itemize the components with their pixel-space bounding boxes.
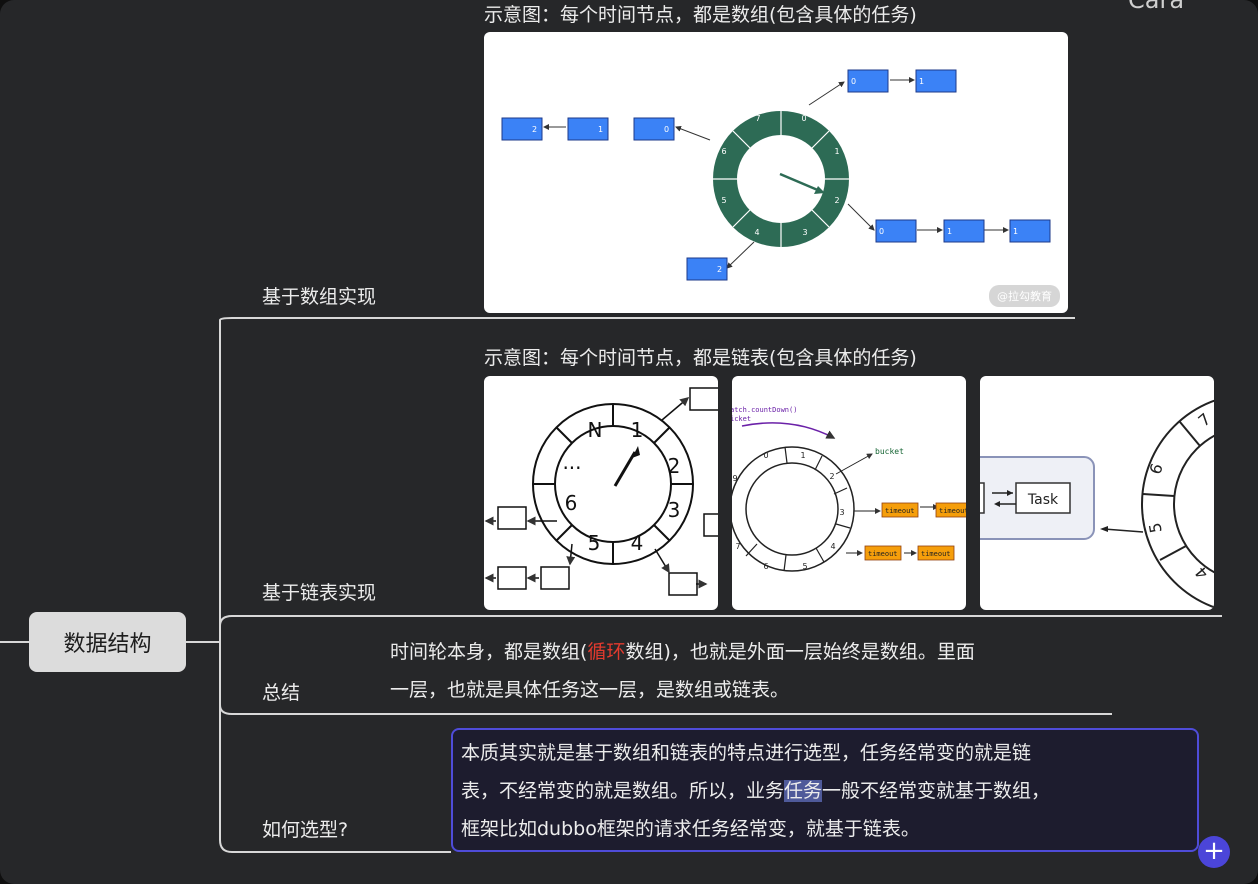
slot-1: 1 <box>834 147 839 156</box>
slot-N: N <box>588 418 603 442</box>
root-left-line <box>0 641 29 643</box>
selection-text[interactable]: 本质其实就是基于数组和链表的特点进行选型，任务经常变的就是链 表，不经常变的就是… <box>461 734 1191 848</box>
node-bottom-0: 2 <box>717 265 722 274</box>
summary-line-1-pre: 时间轮本身，都是数组( <box>390 641 588 663</box>
branch4-label[interactable]: 如何选型? <box>262 819 349 841</box>
choose-line-2: 表，不经常变的就是数组。所以，业务任务一般不经常变就基于数组， <box>461 772 1191 810</box>
node-right-0: 0 <box>879 227 884 236</box>
node-left-0: 0 <box>664 125 669 134</box>
bucket-label: bucket <box>875 447 904 456</box>
slot2-9: 9 <box>732 474 737 483</box>
choose-line-3: 框架比如dubbo框架的请求任务经常变，就基于链表。 <box>461 818 920 840</box>
linkedlist-wheel-diagram-2: atch.countDown() icket 0 1 2 3 4 5 6 7 9 <box>732 406 966 572</box>
slot-6: 6 <box>721 147 726 156</box>
slot2-1: 1 <box>800 451 805 460</box>
task-label: Task <box>1027 492 1059 508</box>
slot2-2: 2 <box>829 472 834 481</box>
add-node-button[interactable]: + <box>1198 836 1230 868</box>
branch4-underline <box>250 851 451 853</box>
array-timewheel-diagram: 0 1 2 3 4 5 6 7 <box>501 69 1051 281</box>
slot2-4: 4 <box>830 542 835 551</box>
summary-highlight-red: 循环 <box>587 641 626 663</box>
branch3-underline <box>250 713 1112 715</box>
choose-line-1: 本质其实就是基于数组和链表的特点进行选型，任务经常变的就是链 <box>461 742 1032 764</box>
node-right-1: 1 <box>947 227 952 236</box>
branch2-caption[interactable]: 示意图：每个时间节点，都是链表(包含具体的任务) <box>484 347 917 369</box>
slot-2: 2 <box>668 454 681 478</box>
slot-2: 2 <box>834 196 839 205</box>
array-timewheel-image[interactable]: 0 1 2 3 4 5 6 7 <box>484 32 1068 313</box>
slot-5: 5 <box>588 531 601 555</box>
slot-3: 3 <box>802 228 807 237</box>
slot3-7: 7 <box>1195 409 1214 430</box>
node-left-1: 1 <box>598 125 603 134</box>
slot-ellipsis: ... <box>562 450 581 474</box>
clock-hand <box>779 172 821 193</box>
top-right-label: Cara <box>1128 0 1185 14</box>
slot2-6: 6 <box>763 562 768 571</box>
linkedlist-wheel-diagram-1: N 1 2 3 4 5 6 ... <box>484 387 718 596</box>
root-node[interactable]: 数据结构 <box>29 612 186 672</box>
node-top-1: 1 <box>919 77 924 86</box>
slot3-5: 5 <box>1145 521 1165 534</box>
linkedlist-wheel-image-1[interactable]: N 1 2 3 4 5 6 ... <box>484 376 718 610</box>
timeout-3: timeout <box>868 550 898 558</box>
branch-connector <box>219 317 250 853</box>
timeout-1: timeout <box>885 507 915 515</box>
slot-1: 1 <box>631 418 644 442</box>
slot-5: 5 <box>721 196 726 205</box>
summary-line-2: 一层，也就是具体任务这一层，是数组或链表。 <box>390 679 790 701</box>
slot-4: 4 <box>754 228 759 237</box>
choose-line-2-pre: 表，不经常变的就是数组。所以，业务 <box>461 780 785 802</box>
text-cursor-highlight[interactable]: 任务 <box>784 780 823 802</box>
node-left-2: 2 <box>532 125 537 134</box>
choose-line-2-post: 一般不经常变就基于数组， <box>822 780 1051 802</box>
timeout-4: timeout <box>921 550 951 558</box>
slot2-3: 3 <box>839 508 844 517</box>
slot-6: 6 <box>565 491 578 515</box>
summary-line-1-post: 数组)，也就是外面一层始终是数组。里面 <box>625 641 975 663</box>
root-right-line <box>186 641 220 643</box>
branch1-label[interactable]: 基于数组实现 <box>262 286 377 308</box>
slot2-0: 0 <box>763 451 768 460</box>
slot-3: 3 <box>668 498 681 522</box>
linkedlist-wheel-image-2[interactable]: atch.countDown() icket 0 1 2 3 4 5 6 7 9 <box>732 376 966 610</box>
slot3-6: 6 <box>1146 461 1167 477</box>
branch1-underline <box>250 317 1075 319</box>
code-line-1: atch.countDown() <box>732 406 797 414</box>
branch2-label[interactable]: 基于链表实现 <box>262 582 377 604</box>
node-right-2: 1 <box>1013 227 1018 236</box>
slot3-4: 4 <box>1191 563 1212 583</box>
summary-text[interactable]: 时间轮本身，都是数组(循环数组)，也就是外面一层始终是数组。里面 一层，也就是具… <box>390 633 1130 709</box>
slot-0: 0 <box>801 114 806 123</box>
linkedlist-wheel-diagram-3: Task 6 5 4 7 <box>980 399 1214 609</box>
branch1-caption[interactable]: 示意图：每个时间节点，都是数组(包含具体的任务) <box>484 4 917 26</box>
branch3-label[interactable]: 总结 <box>262 682 301 704</box>
branch2-underline <box>250 615 1222 617</box>
linkedlist-wheel-image-3[interactable]: Task 6 5 4 7 <box>980 376 1214 610</box>
code-line-2: icket <box>732 415 751 423</box>
watermark: @拉勾教育 <box>989 285 1060 307</box>
summary-line-1: 时间轮本身，都是数组(循环数组)，也就是外面一层始终是数组。里面 <box>390 633 1130 671</box>
node-top-0: 0 <box>851 77 856 86</box>
slot-7: 7 <box>755 114 760 123</box>
slot-4: 4 <box>631 531 644 555</box>
timeout-2: timeout <box>939 507 966 515</box>
slot2-5: 5 <box>802 562 807 571</box>
slot2-7: 7 <box>735 542 740 551</box>
selected-topic-box[interactable] <box>451 728 1199 852</box>
